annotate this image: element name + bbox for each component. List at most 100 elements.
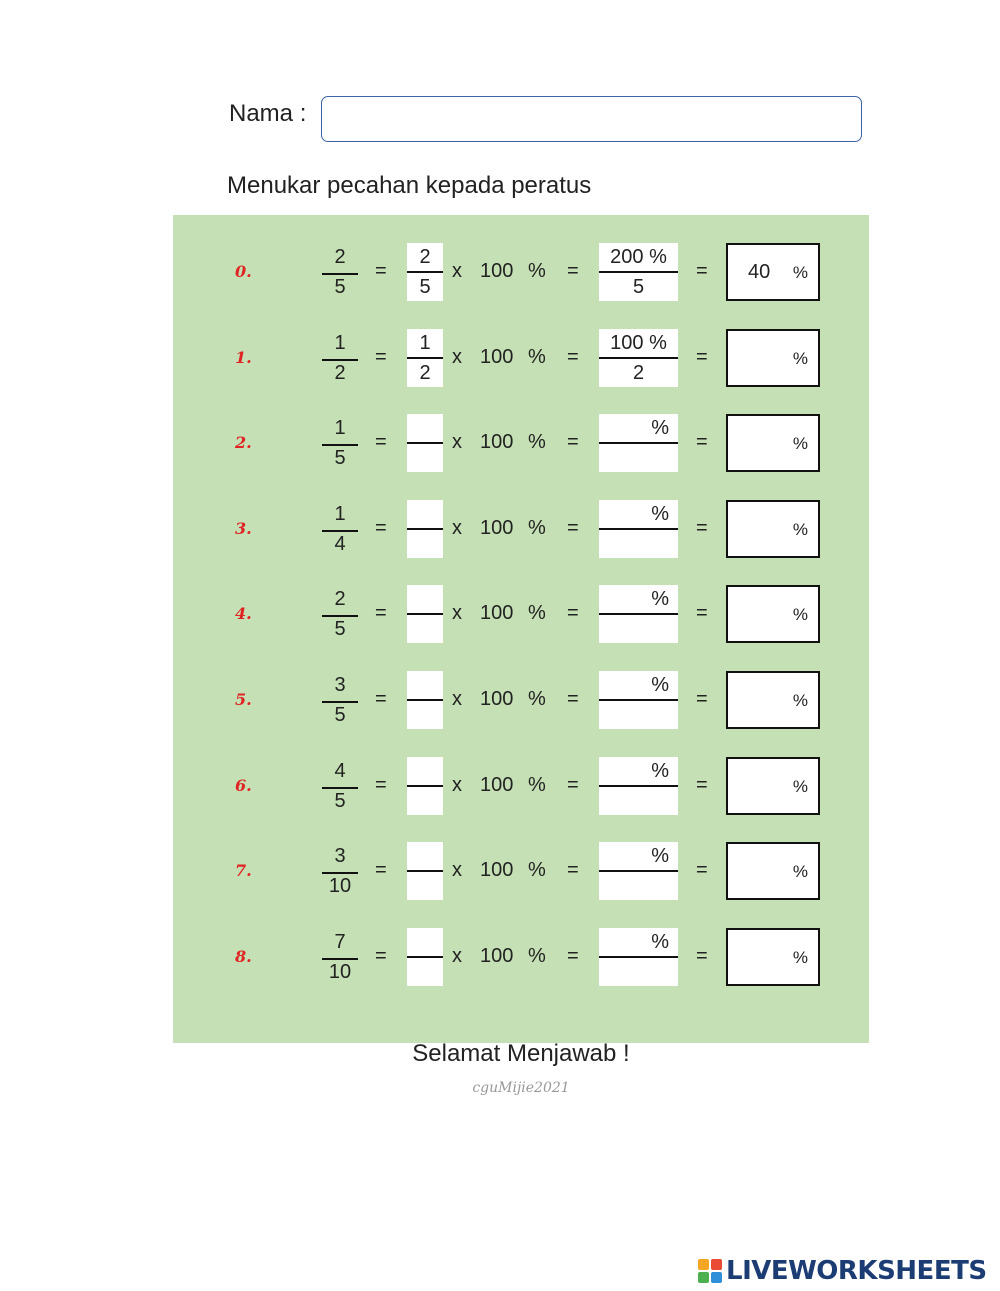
product-fraction-bar	[599, 271, 678, 273]
fraction-denominator: 5	[334, 276, 346, 298]
product-percent-sign: %	[651, 674, 669, 696]
fraction-answer-box[interactable]	[407, 756, 443, 815]
fraction-answer-box[interactable]	[407, 414, 443, 473]
fraction-denominator: 5	[334, 618, 346, 641]
fraction-bar	[322, 529, 358, 532]
product-fraction-box[interactable]: %	[599, 671, 678, 729]
box-fraction-bar	[407, 356, 443, 359]
box-numerator: 1	[419, 331, 431, 354]
product-fraction-box[interactable]: %	[599, 414, 678, 473]
equals-sign: =	[375, 944, 387, 967]
question-number: 0.	[235, 262, 252, 281]
fraction-answer-box[interactable]	[407, 585, 443, 644]
fraction-answer-box[interactable]	[407, 499, 443, 558]
equals-sign: =	[375, 773, 387, 796]
product-percent-sign: %	[651, 588, 669, 611]
product-fraction-box: 100 %2	[599, 328, 678, 387]
answer-percent-sign: %	[792, 263, 808, 282]
hundred-value: 100	[480, 260, 514, 282]
liveworksheets-brand: LIVEWORKSHEETS	[698, 1256, 987, 1286]
box-denominator: 2	[419, 361, 431, 384]
liveworksheets-logo-icon	[698, 1259, 722, 1283]
product-fraction-bar	[599, 356, 678, 359]
times-sign: x	[452, 944, 462, 967]
answer-percent-sign: %	[792, 605, 808, 625]
equals-sign: =	[375, 859, 387, 882]
product-percent-sign: %	[651, 502, 669, 525]
logo-square	[711, 1272, 722, 1283]
percent-answer-box[interactable]: %	[726, 927, 820, 986]
closing-text: Selamat Menjawab !	[412, 1040, 630, 1067]
fraction-bar	[322, 701, 358, 703]
product-fraction-bar	[599, 870, 678, 873]
box-fraction-bar	[407, 271, 443, 273]
equals-sign: =	[567, 944, 579, 967]
logo-square	[711, 1259, 722, 1270]
equals-sign: =	[696, 431, 708, 454]
box-fraction-bar	[407, 527, 443, 530]
equals-sign: =	[696, 516, 708, 539]
fraction-denominator: 4	[334, 532, 346, 555]
fraction-numerator: 1	[334, 417, 346, 440]
fraction-bar	[322, 786, 358, 789]
answer-percent-sign: %	[792, 519, 808, 539]
percent-answer-box[interactable]: %	[726, 671, 820, 729]
fraction-bar	[322, 273, 358, 275]
question-number: 2.	[235, 433, 252, 453]
percent-answer-box[interactable]: %	[726, 756, 820, 815]
product-fraction-box[interactable]: %	[599, 499, 678, 558]
product-fraction-box[interactable]: %	[599, 842, 678, 901]
equals-sign: =	[567, 688, 579, 710]
equals-sign: =	[567, 773, 579, 796]
percent-answer-box[interactable]: %	[726, 499, 820, 558]
box-fraction-bar	[407, 955, 443, 958]
fraction-denominator: 5	[334, 789, 346, 812]
fraction-numerator: 2	[334, 246, 346, 268]
fraction-denominator: 10	[328, 960, 352, 983]
product-denominator: 5	[632, 276, 645, 298]
percent-answer-box[interactable]: %	[726, 414, 820, 473]
answer-percent-sign: %	[792, 776, 808, 796]
name-label: Nama :	[229, 100, 307, 127]
product-fraction-box[interactable]: %	[599, 756, 678, 815]
box-fraction-bar	[407, 699, 443, 701]
fraction-bar	[322, 872, 358, 875]
fraction-answer-box[interactable]	[407, 927, 443, 986]
question-number: 5.	[235, 690, 252, 709]
percent-sign: %	[528, 944, 546, 967]
times-sign: x	[452, 859, 462, 882]
percent-answer-box[interactable]: %	[726, 585, 820, 644]
box-fraction-bar	[407, 870, 443, 873]
fraction-numerator: 2	[334, 588, 346, 611]
fraction-answer-box[interactable]	[407, 842, 443, 901]
percent-answer-box[interactable]: %	[726, 328, 820, 387]
equals-sign: =	[375, 688, 387, 710]
times-sign: x	[452, 773, 462, 796]
percent-sign: %	[528, 431, 546, 454]
product-fraction-box[interactable]: %	[599, 927, 678, 986]
name-input[interactable]	[321, 96, 862, 142]
fraction-answer-box[interactable]	[407, 671, 443, 729]
equals-sign: =	[696, 602, 708, 625]
product-fraction-box[interactable]: %	[599, 585, 678, 644]
times-sign: x	[452, 431, 462, 454]
percent-sign: %	[528, 516, 546, 539]
question-number: 8.	[235, 946, 252, 966]
product-fraction-bar	[599, 955, 678, 958]
fraction-numerator: 1	[334, 331, 346, 354]
product-fraction-bar	[599, 613, 678, 616]
percent-answer-box[interactable]: %	[726, 842, 820, 901]
hundred-value: 100	[480, 859, 514, 882]
product-fraction-bar	[599, 784, 678, 787]
answer-percent-sign: %	[792, 434, 808, 454]
answer-percent-sign: %	[792, 691, 808, 710]
worksheet-subtitle: Menukar pecahan kepada peratus	[227, 172, 592, 199]
